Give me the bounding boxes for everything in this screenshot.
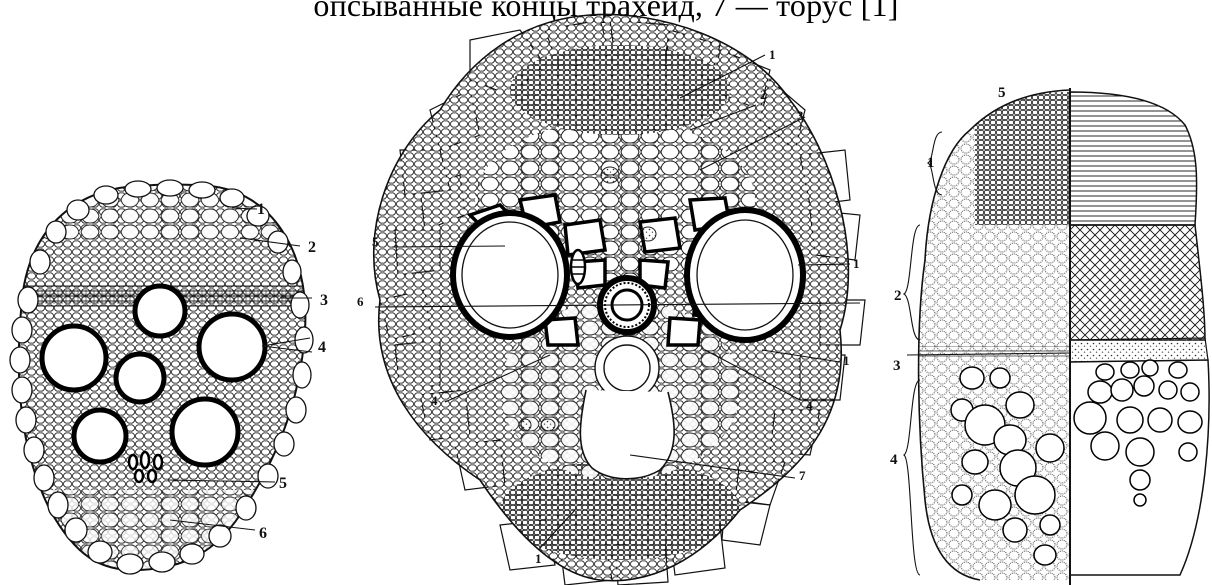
left-label-6: 6 — [259, 525, 267, 542]
right-label-2: 2 — [894, 288, 902, 304]
left-label-1: 1 — [257, 201, 265, 218]
middle-label-1-top: 1 — [769, 47, 776, 62]
middle-label-1-lower-right: 1 — [843, 353, 850, 368]
middle-label-1-bottom: 1 — [535, 551, 542, 566]
left-label-4: 4 — [318, 339, 326, 356]
middle-label-3: 3 — [797, 108, 804, 123]
middle-label-6: 6 — [357, 294, 364, 309]
right-label-4: 4 — [890, 452, 898, 468]
middle-label-4-right: 4 — [806, 398, 813, 413]
right-label-1: 1 — [927, 155, 935, 171]
middle-label-5: 5 — [372, 234, 379, 249]
left-label-5: 5 — [279, 475, 287, 492]
middle-label-2: 2 — [760, 87, 767, 102]
left-figure: 1 2 3 4 5 6 — [10, 180, 328, 580]
middle-label-1-right: 1 — [853, 256, 860, 271]
right-figure: 5 1 2 3 4 — [890, 85, 1209, 585]
right-label-5: 5 — [998, 85, 1006, 101]
right-label-3: 3 — [893, 358, 901, 374]
middle-label-7: 7 — [799, 468, 806, 483]
middle-figure: 1 2 3 1 5 6 1 4 4 7 1 — [357, 10, 870, 585]
left-label-3: 3 — [320, 292, 328, 309]
middle-label-4-left: 4 — [431, 393, 438, 408]
left-label-2: 2 — [308, 239, 316, 256]
